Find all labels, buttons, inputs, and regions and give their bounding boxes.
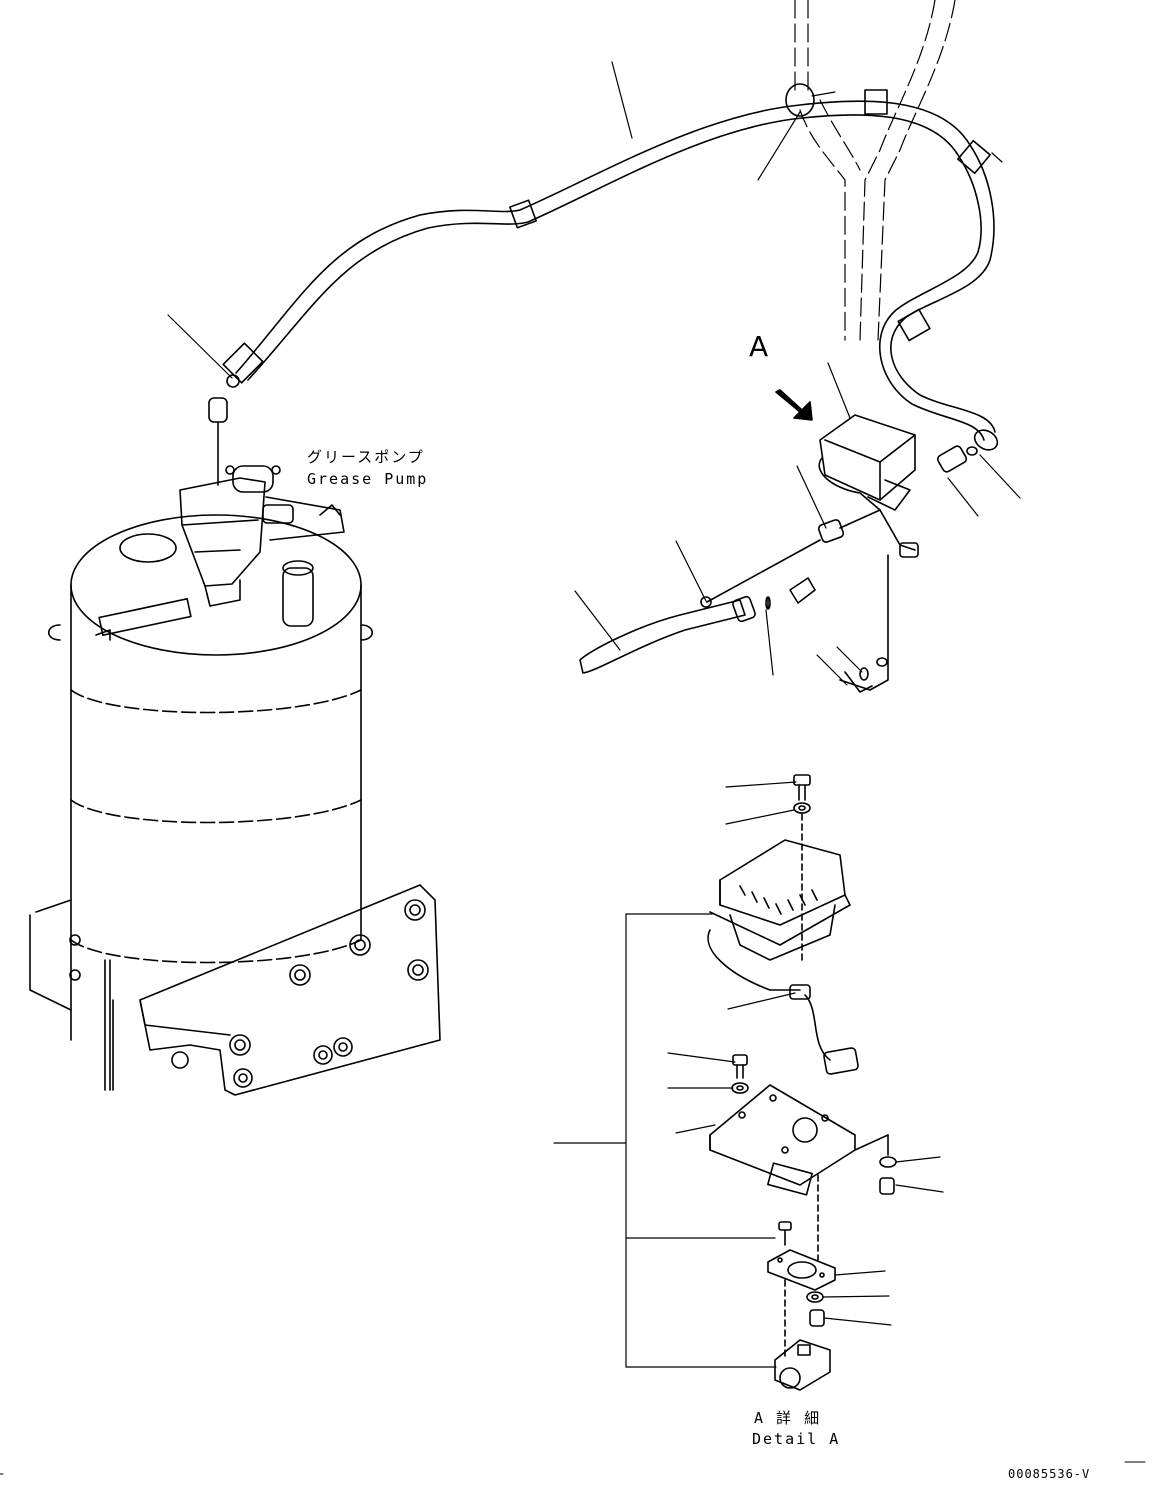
leader-lines-top — [167, 61, 1021, 686]
background-harness-dashed — [794, 0, 956, 341]
detail-a-leaders — [553, 781, 944, 1368]
grease-pump-label-en: Grease Pump — [307, 470, 429, 488]
grease-pump-label-jp: グリースポンプ — [307, 448, 425, 466]
drawing-number: 00085536-V — [1008, 1467, 1091, 1481]
grease-drum — [29, 514, 441, 1096]
pressure-switch-assembly — [579, 389, 968, 693]
detail-a-label-jp: A 詳 細 — [754, 1409, 822, 1427]
detail-a-label-en: Detail A — [752, 1430, 841, 1448]
view-a-letter: A — [749, 330, 769, 363]
corner-marks — [0, 1461, 1146, 1475]
grease-pump — [179, 397, 345, 627]
detail-a-exploded-view — [707, 774, 897, 1391]
main-grease-hose — [222, 83, 999, 456]
